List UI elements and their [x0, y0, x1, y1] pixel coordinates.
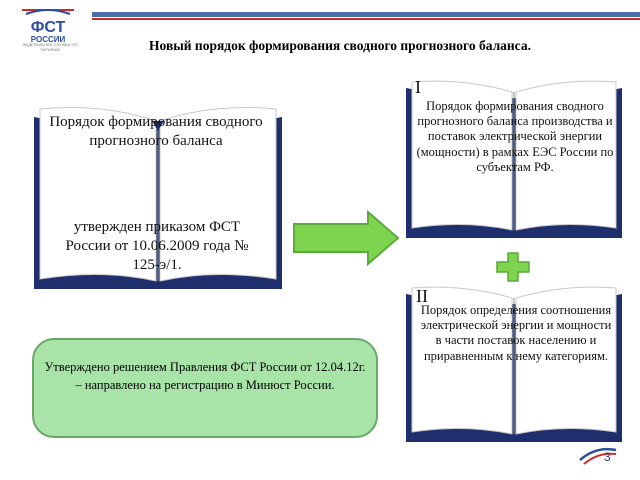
header-red-bar: [92, 18, 640, 20]
roman-numeral-1: I: [415, 77, 421, 97]
right-book-1: [404, 76, 624, 240]
page-title: Новый порядок формирования сводного прог…: [149, 38, 531, 53]
approval-note-box: [32, 338, 378, 438]
fst-logo: ФСТ РОССИИ: [18, 6, 78, 46]
logo-text: ФСТ: [31, 19, 66, 36]
right-arrow: [292, 209, 402, 267]
right-book-1-text: Порядок формирования сводного прогнозног…: [416, 99, 614, 174]
footer-swoosh-icon: [578, 444, 618, 466]
right-book-2-text: Порядок определения соотношения электрич…: [420, 303, 612, 363]
header-blue-bar: [92, 12, 640, 17]
left-book-title: Порядок формирования сводного прогнозног…: [49, 114, 263, 149]
roman-numeral-2: II: [416, 286, 428, 306]
plus-icon: [496, 252, 530, 282]
right-book-2: [404, 282, 624, 444]
page-number: 3: [604, 450, 611, 464]
left-book-approval: утвержден приказом ФСТ России от 10.06.2…: [65, 219, 249, 273]
approval-note-text: Утверждено решением Правления ФСТ России…: [44, 360, 366, 392]
logo-subtext: РОССИИ: [31, 35, 66, 44]
left-book: [32, 101, 284, 291]
logo-caption: ФЕДЕРАЛЬНАЯ СЛУЖБА ПО ТАРИФАМ: [22, 42, 78, 52]
